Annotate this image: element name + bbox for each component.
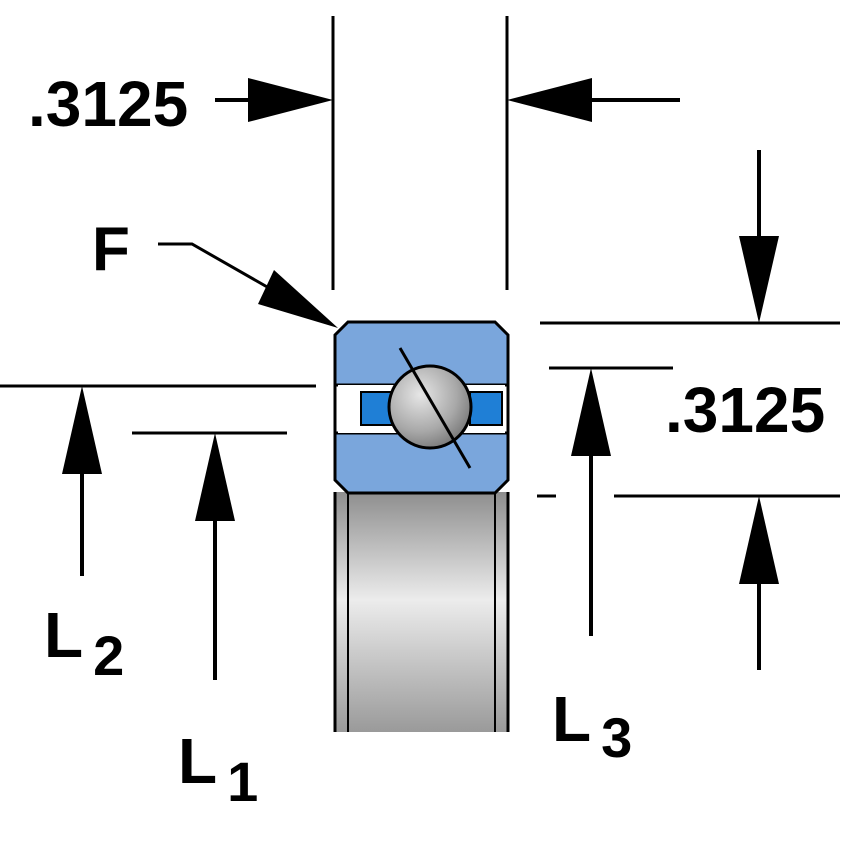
leader-arrowhead bbox=[258, 270, 338, 328]
l3-arrowhead-up bbox=[571, 368, 611, 456]
l1-subscript: 1 bbox=[227, 750, 258, 813]
l3-subscript: 3 bbox=[601, 706, 632, 769]
l1-letter: L bbox=[178, 725, 217, 797]
l2-letter: L bbox=[44, 599, 83, 671]
dimension-arrowhead-left-pointing bbox=[507, 78, 592, 122]
l1-arrowhead-up bbox=[195, 433, 235, 521]
dimension-arrowhead-right-pointing bbox=[248, 78, 333, 122]
bearing-ball bbox=[387, 364, 473, 450]
l2-arrowhead-up bbox=[62, 386, 102, 474]
f-leader: F bbox=[92, 215, 338, 328]
l3-letter: L bbox=[552, 683, 591, 755]
leader-line bbox=[158, 242, 291, 302]
contact-angle-line bbox=[398, 347, 472, 469]
height-arrowhead-down bbox=[739, 236, 779, 323]
width-value-label: .3125 bbox=[28, 68, 188, 140]
height-value-label: .3125 bbox=[665, 374, 825, 446]
separator-right bbox=[469, 391, 503, 426]
bearing-cross-section bbox=[333, 320, 510, 732]
height-dimension: .3125 bbox=[537, 150, 840, 670]
height-arrowhead-up bbox=[739, 496, 779, 584]
width-dimension: .3125 bbox=[28, 16, 680, 290]
f-label: F bbox=[92, 215, 130, 284]
l2-subscript: 2 bbox=[93, 624, 124, 687]
bore-body bbox=[335, 492, 508, 732]
